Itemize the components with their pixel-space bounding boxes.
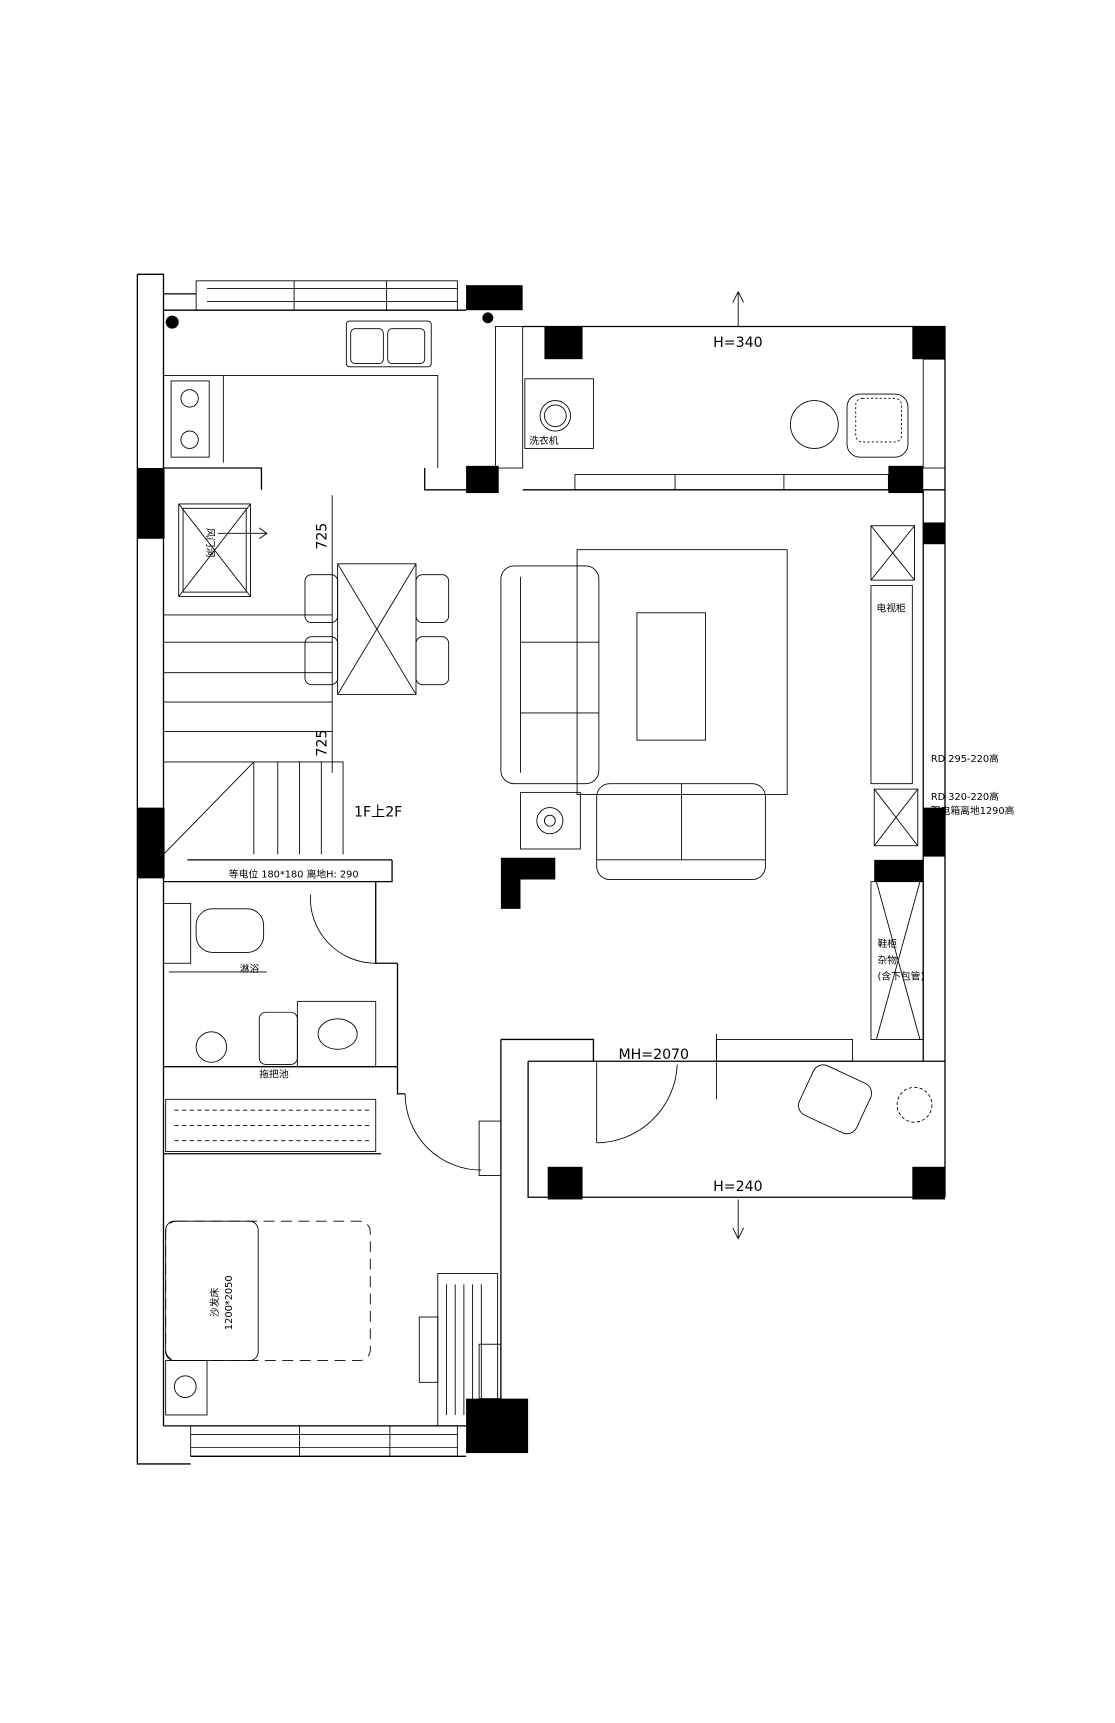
windows bbox=[190, 280, 946, 1457]
stair-note: 1F上2F bbox=[354, 804, 402, 820]
air-shaft-label: 风门洞 bbox=[204, 528, 217, 558]
dining-set: 725 725 bbox=[304, 523, 450, 756]
electric-box-label: 强电箱离地1290高 bbox=[931, 804, 1015, 817]
dimension-lower: 725 bbox=[315, 729, 331, 756]
bottom-balcony: MH=2070 H=240 bbox=[596, 1034, 933, 1240]
bedroom: 沙发床 1200*2050 bbox=[165, 1098, 499, 1427]
rd1-label: RD 295-220高 bbox=[931, 752, 999, 765]
top-balcony-height: H=340 bbox=[713, 335, 762, 351]
bathroom: 等电位 180*180 离地H: 290 淋浴 拖把池 bbox=[163, 867, 482, 1171]
sofa-bed-label: 沙发床 bbox=[208, 1287, 221, 1317]
shoe-cabinet-label-1: 鞋柜 bbox=[878, 937, 898, 950]
living-room: 电视柜 RD 295-220高 RD 320-220高 强电箱离地1290高 鞋… bbox=[500, 525, 1015, 1062]
rd2-label: RD 320-220高 bbox=[931, 790, 999, 803]
bottom-balcony-height: H=240 bbox=[713, 1179, 762, 1195]
shower-label: 淋浴 bbox=[240, 962, 260, 975]
top-balcony: 洗衣机 H=340 bbox=[524, 290, 909, 458]
staircase: 风门洞 1F上2F bbox=[163, 495, 402, 855]
kitchen bbox=[163, 312, 494, 469]
sofa-bed-size: 1200*2050 bbox=[224, 1275, 235, 1330]
shoe-cabinet-label-3: (含下包管) bbox=[878, 970, 925, 983]
tv-cabinet-label: 电视柜 bbox=[876, 602, 906, 615]
mop-pool-label: 拖把池 bbox=[259, 1068, 289, 1081]
dimension-upper: 725 bbox=[315, 523, 331, 550]
equipotential-label: 等电位 180*180 离地H: 290 bbox=[229, 867, 359, 880]
door-height: MH=2070 bbox=[618, 1047, 689, 1063]
shoe-cabinet-label-2: 杂物 bbox=[878, 953, 898, 966]
washing-machine-label: 洗衣机 bbox=[529, 434, 559, 447]
